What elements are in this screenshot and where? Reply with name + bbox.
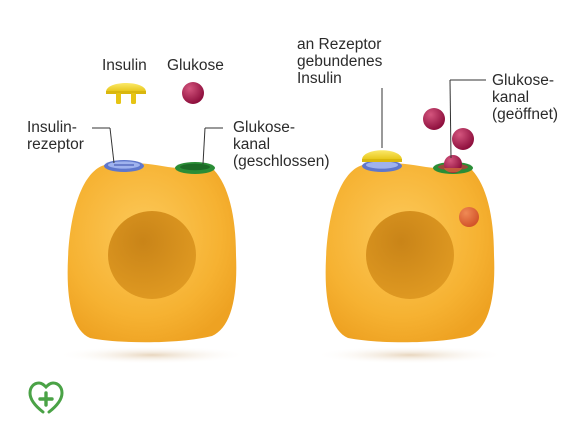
left-nucleus — [108, 211, 196, 299]
glucose-molecule-right-1 — [423, 108, 445, 130]
closed-channel-label-line-2: kanal — [233, 136, 271, 153]
closed-channel-label: Glukose- kanal (geschlossen) — [233, 119, 330, 170]
glucose-molecule — [182, 82, 204, 104]
open-channel-leader-line-2 — [449, 79, 452, 159]
receptor-leader-line-2 — [109, 127, 115, 164]
bound-insulin-label-line-3: Insulin — [297, 70, 342, 87]
insulin-label: Insulin — [102, 57, 147, 74]
glucose-molecule-right-2 — [452, 128, 474, 150]
right-glucose-channel-open — [433, 155, 473, 174]
right-nucleus — [366, 211, 454, 299]
closed-channel-label-line-3: (geschlossen) — [233, 153, 330, 170]
insulin-receptor-label: Insulin- rezeptor — [27, 119, 84, 153]
open-channel-label-line-2: kanal — [492, 89, 530, 106]
open-channel-label-line-1: Glukose- — [492, 72, 555, 89]
bound-insulin-label-line-2: gebundenes — [297, 53, 383, 70]
left-insulin-receptor — [104, 160, 144, 172]
left-glucose-channel-closed — [175, 162, 215, 174]
right-insulin-receptor — [362, 160, 402, 172]
channel-leader-line-2 — [202, 127, 206, 165]
open-channel-label-line-3: (geöffnet) — [492, 106, 559, 123]
glucose-label: Glukose — [167, 57, 224, 74]
left-cell — [57, 160, 247, 364]
glucose-inside-cell — [459, 207, 479, 227]
closed-channel-label-line-1: Glukose- — [233, 119, 296, 136]
open-channel-label: Glukose- kanal (geöffnet) — [492, 72, 558, 123]
bound-insulin-label: an Rezeptor gebundenes Insulin — [297, 36, 382, 87]
heart-plus-icon — [28, 381, 64, 414]
insulin-receptor-label-line-2: rezeptor — [27, 136, 84, 153]
insulin-receptor-label-line-1: Insulin- — [27, 119, 77, 136]
left-cell-shadow — [57, 346, 247, 364]
bound-insulin-label-line-1: an Rezeptor — [297, 36, 382, 53]
insulin-molecule — [106, 83, 146, 104]
bound-insulin-molecule — [362, 150, 402, 162]
right-cell-shadow — [315, 346, 505, 364]
right-cell — [315, 150, 505, 364]
